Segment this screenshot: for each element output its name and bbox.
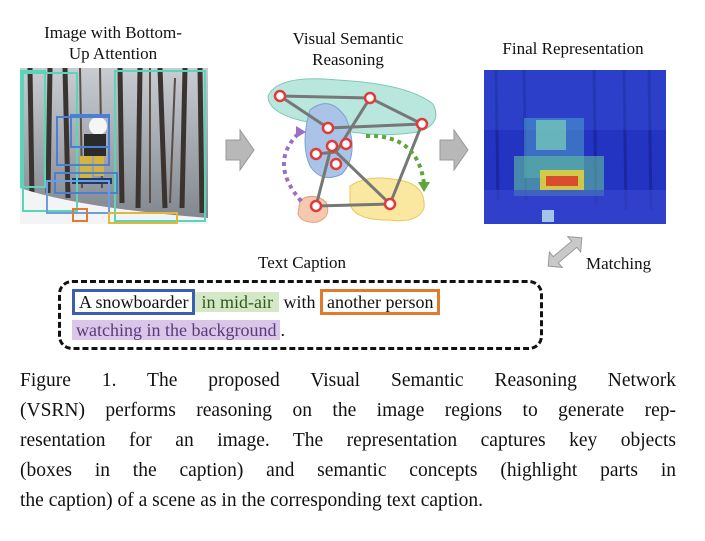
attention-box-blue-2 xyxy=(70,114,110,148)
reasoning-label: Visual Semantic Reasoning xyxy=(248,28,448,70)
attention-image xyxy=(20,68,208,224)
reasoning-label-line1: Visual Semantic xyxy=(292,29,404,48)
final-representation-image xyxy=(484,70,666,224)
figure-caption-line1: Figure 1. The proposed Visual Semantic R… xyxy=(20,370,676,391)
attention-box-blue-3 xyxy=(54,172,118,194)
caption-concept-midair: in mid-air xyxy=(195,292,279,312)
purple-relation-arrow xyxy=(282,132,304,204)
caption-object-another-person: another person xyxy=(319,289,441,315)
figure-caption-line2: (VSRN) performs reasoning on the image r… xyxy=(20,400,676,421)
attention-box-yellow xyxy=(108,212,178,224)
matching-arrow xyxy=(547,236,583,268)
attention-box-orange xyxy=(72,208,88,222)
caption-word-with: with xyxy=(283,292,316,312)
image-attention-label-line2: Up Attention xyxy=(68,44,158,63)
reasoning-graph xyxy=(267,78,437,223)
heatmap-overlay xyxy=(484,70,666,224)
figure-caption: Figure 1. The proposed Visual Semantic R… xyxy=(20,366,676,516)
caption-container xyxy=(58,280,543,350)
caption-period: . xyxy=(280,320,285,340)
caption-object-snowboarder: A snowboarder xyxy=(72,289,196,315)
caption-line-2: watching in the background. xyxy=(72,318,285,342)
attention-box-blue-4 xyxy=(46,180,110,214)
caption-concept-watching: watching in the background xyxy=(72,320,281,340)
figure-caption-line4: (boxes in the caption) and semantic conc… xyxy=(20,460,676,481)
final-representation-label: Final Representation xyxy=(502,39,644,58)
attention-box-teal-3 xyxy=(114,70,206,222)
attention-box-teal-2 xyxy=(22,72,78,212)
attention-box-teal-1 xyxy=(20,70,46,188)
reasoning-label-line2: Reasoning xyxy=(312,50,384,69)
image-attention-label: Image with Bottom- Up Attention xyxy=(18,22,208,64)
text-caption-label: Text Caption xyxy=(258,253,347,272)
matching-label: Matching xyxy=(586,254,652,273)
green-relation-arrow xyxy=(365,133,426,185)
figure-caption-line3: resentation for an image. The representa… xyxy=(20,430,676,451)
graph-nodes xyxy=(273,89,429,213)
arrow-right-1 xyxy=(225,128,255,172)
image-attention-label-line1: Image with Bottom- xyxy=(44,23,182,42)
arrow-right-2 xyxy=(439,128,469,172)
figure-caption-line5: the caption) of a scene as in the corres… xyxy=(20,490,483,511)
